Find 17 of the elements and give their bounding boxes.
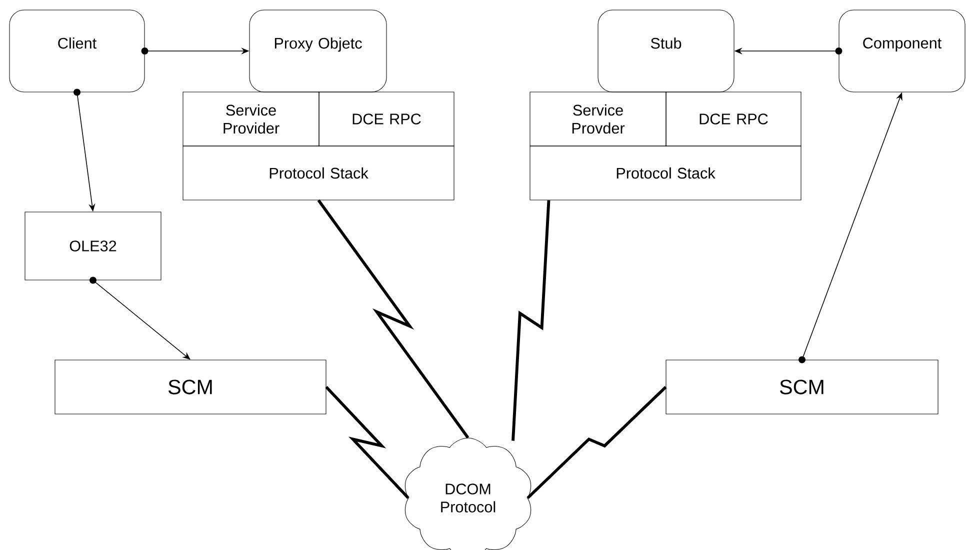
lightning-link: [512, 200, 550, 441]
rounded-box: Stub: [598, 10, 734, 92]
rounded-box: Component: [838, 10, 966, 92]
stack-cell: DCE RPC: [318, 92, 454, 146]
stack-cell: Protocol Stack: [182, 146, 454, 200]
component-box: SCM: [54, 360, 326, 414]
lightning-link: [325, 386, 410, 500]
lightning-link: [317, 199, 470, 439]
component-box: OLE32: [24, 212, 162, 280]
component-box: SCM: [666, 360, 938, 414]
stack-cell: Service Provider: [182, 92, 320, 146]
stack-cell: DCE RPC: [666, 92, 802, 146]
rounded-box: Proxy Objetc: [249, 10, 387, 92]
lightning-link: [526, 386, 667, 500]
rounded-box: Client: [9, 10, 145, 92]
stack-cell: Protocol Stack: [530, 146, 802, 200]
stack-cell: Service Provder: [530, 92, 666, 146]
